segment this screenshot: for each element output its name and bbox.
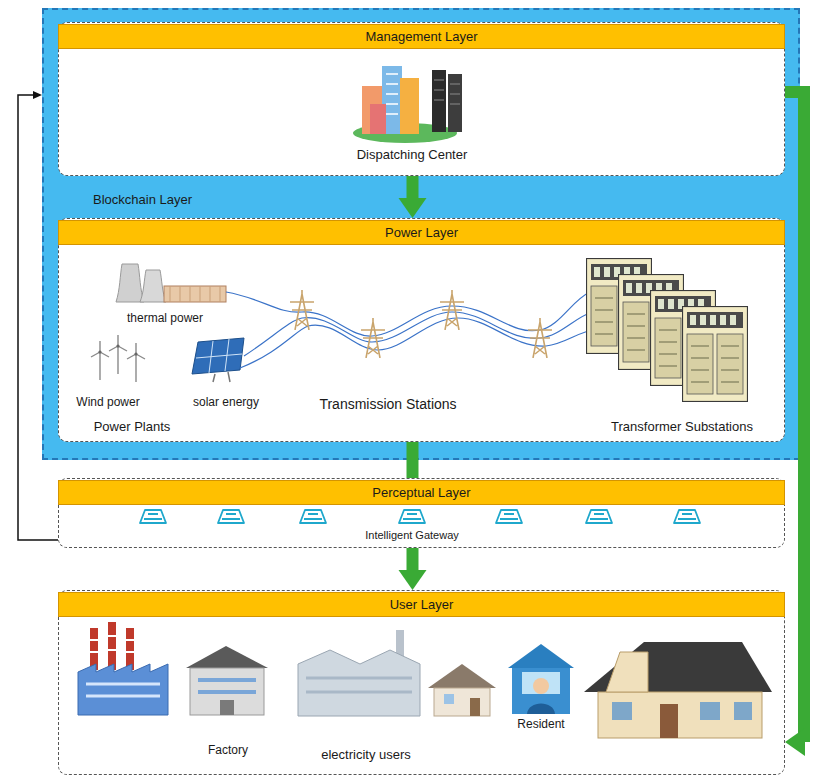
substation-cabinet (683, 307, 748, 402)
transmission-tower (440, 290, 464, 330)
intelligent-gateways (140, 510, 700, 523)
layer-region: Blockchain Layer Management LayerPower La… (42, 8, 800, 460)
connector-line (18, 95, 58, 540)
gateway-icon (586, 510, 612, 523)
part-label: electricity users (321, 748, 411, 763)
layer-heading-bar: User Layer (58, 592, 785, 617)
gateway-icon (140, 510, 166, 523)
part-label: Intelligent Gateway (365, 529, 459, 542)
arrow-head (399, 570, 427, 590)
layer-band: User Layer (58, 590, 785, 775)
connector-line (407, 176, 419, 199)
transmission-tower (290, 290, 314, 330)
wind-turbines (91, 335, 145, 382)
solar-panel (192, 338, 244, 382)
substation-cabinet (587, 259, 652, 354)
transformer-substations (587, 259, 748, 402)
wind-turbine (91, 341, 109, 380)
part-label: Resident (517, 718, 564, 732)
thermal-power-plant (116, 264, 226, 302)
transmission-lines (226, 290, 596, 368)
flow-arrow (785, 92, 805, 756)
flow-arrow (399, 548, 427, 590)
feedback-arrow (18, 91, 58, 540)
wind-turbine (127, 343, 145, 382)
layer-heading: Perceptual Layer (372, 485, 470, 500)
transmission-tower (361, 318, 385, 358)
gateway-icon (399, 510, 425, 523)
part-label: Power Plants (94, 420, 171, 435)
arrow-head (33, 91, 42, 99)
transmission-tower (528, 318, 552, 358)
gateway-icon (496, 510, 522, 523)
wind-turbine (109, 335, 127, 374)
connector-line (407, 442, 419, 478)
layer-heading-bar: Perceptual Layer (58, 480, 785, 505)
dispatching-center-icon (353, 66, 462, 143)
arrow-head (399, 198, 427, 218)
part-label: Wind power (76, 396, 139, 410)
arrow-head (785, 728, 805, 756)
layer-heading-bar: Management Layer (58, 24, 785, 49)
flow-arrow (412, 442, 413, 478)
substation-cabinet (651, 291, 716, 386)
layer-heading: Management Layer (365, 29, 477, 44)
layer-title: Blockchain Layer (93, 192, 192, 207)
part-label: thermal power (127, 312, 203, 326)
gateway-icon (674, 510, 700, 523)
gateway-icon (218, 510, 244, 523)
part-label: Factory (208, 744, 248, 758)
part-label: solar energy (193, 396, 259, 410)
layer-heading: User Layer (390, 597, 454, 612)
flow-arrow (399, 176, 427, 218)
connector-line (785, 92, 804, 742)
part-label: Transmission Stations (319, 396, 456, 412)
layer-heading: Power Layer (385, 225, 458, 240)
part-label: Transformer Substations (611, 420, 753, 435)
user-buildings (78, 622, 772, 738)
layer-heading-bar: Power Layer (58, 220, 785, 245)
connector-line (407, 548, 419, 571)
part-label: Dispatching Center (357, 148, 468, 163)
substation-cabinet (619, 275, 684, 370)
gateway-icon (300, 510, 326, 523)
